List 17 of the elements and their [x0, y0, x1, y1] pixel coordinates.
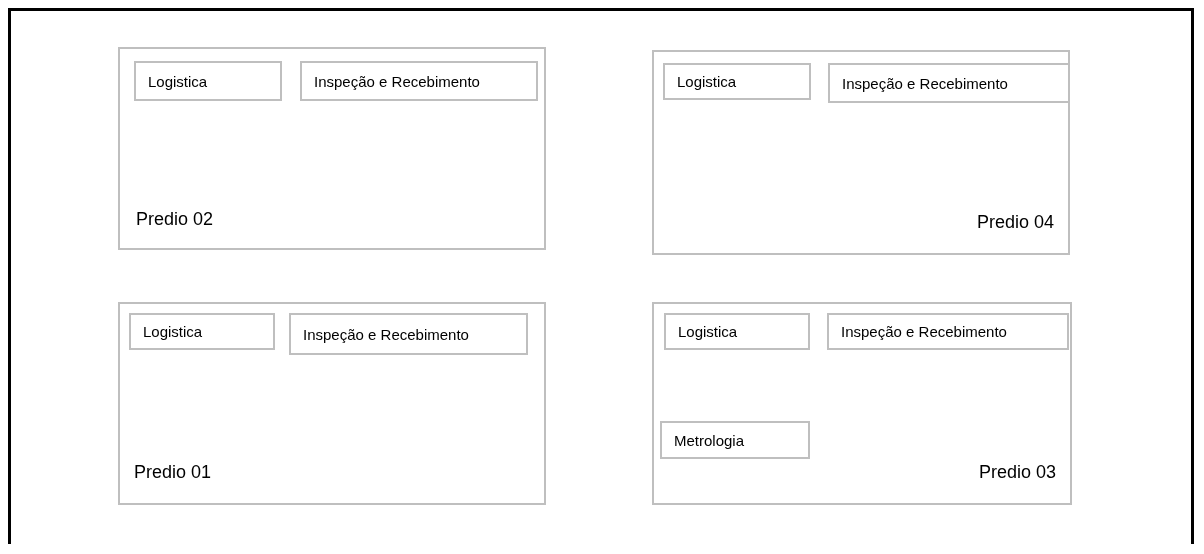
building-label: Predio 04 [976, 212, 1054, 233]
building-label: Predio 03 [978, 462, 1056, 483]
room-box: Logistica [129, 313, 275, 350]
room-box: Inspeção e Recebimento [828, 63, 1070, 103]
building-label: Predio 02 [136, 209, 214, 230]
room-box: Inspeção e Recebimento [300, 61, 538, 101]
room-box: Logistica [663, 63, 811, 100]
building-outline [652, 302, 1072, 505]
building-outline [118, 302, 546, 505]
room-box: Logistica [134, 61, 282, 101]
room-box: Inspeção e Recebimento [827, 313, 1069, 350]
building-outline [118, 47, 546, 250]
room-box: Inspeção e Recebimento [289, 313, 528, 355]
building-label: Predio 01 [134, 462, 212, 483]
room-box: Logistica [664, 313, 810, 350]
building-outline [652, 50, 1070, 255]
room-box: Metrologia [660, 421, 810, 459]
